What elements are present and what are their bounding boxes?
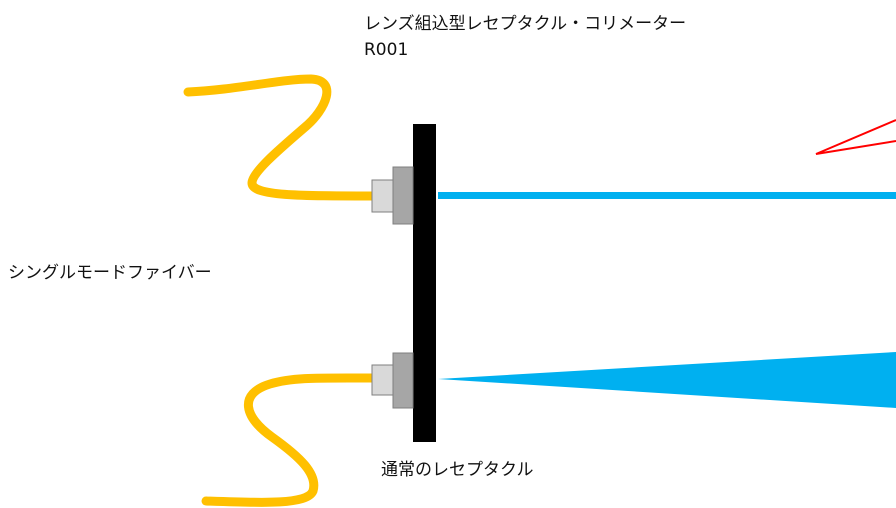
- mounting-panel: [413, 124, 436, 442]
- upper-fiber: [183, 74, 379, 201]
- receptacle-connector: [371, 352, 414, 409]
- lower-fiber: [201, 373, 379, 507]
- collimator-connector: [371, 166, 414, 225]
- collimator-title: レンズ組込型レセプタクル・コリメーター: [364, 14, 687, 34]
- receptacle-label: 通常のレセプタクル: [381, 460, 534, 480]
- collimator-model: R001: [364, 40, 409, 60]
- diverging-beam: [438, 352, 896, 408]
- angle-marker: [815, 119, 896, 155]
- collimated-beam: [438, 192, 896, 199]
- fiber-label: シングルモードファイバー: [8, 263, 212, 283]
